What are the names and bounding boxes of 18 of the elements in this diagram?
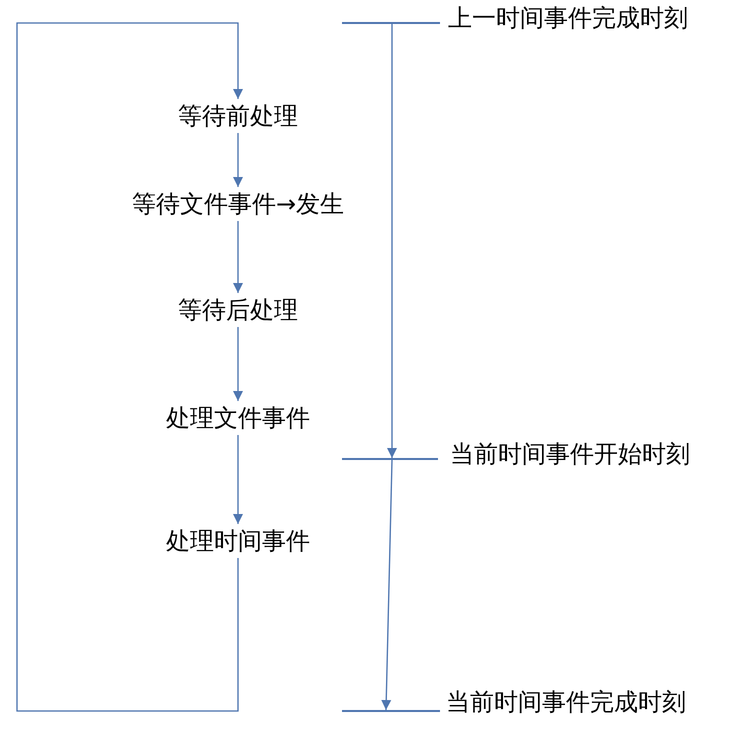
arrow [233,327,243,401]
time-label: 当前时间事件完成时刻 [446,690,686,714]
step-label: 等待文件事件→发生 [132,192,344,216]
arrow [233,221,243,293]
time-label: 上一时间事件完成时刻 [448,6,688,30]
tick-line [342,458,438,460]
step-label: 等待后处理 [178,298,298,322]
arrow [233,133,243,187]
arrow [387,24,397,458]
time-label: 当前时间事件开始时刻 [450,442,690,466]
step-label: 处理文件事件 [166,406,310,430]
arrow [233,435,243,524]
arrow [16,22,243,712]
step-label: 等待前处理 [178,104,298,128]
step-label: 处理时间事件 [166,529,310,553]
arrow [381,460,393,710]
tick-line [342,710,440,712]
tick-line [342,22,440,24]
